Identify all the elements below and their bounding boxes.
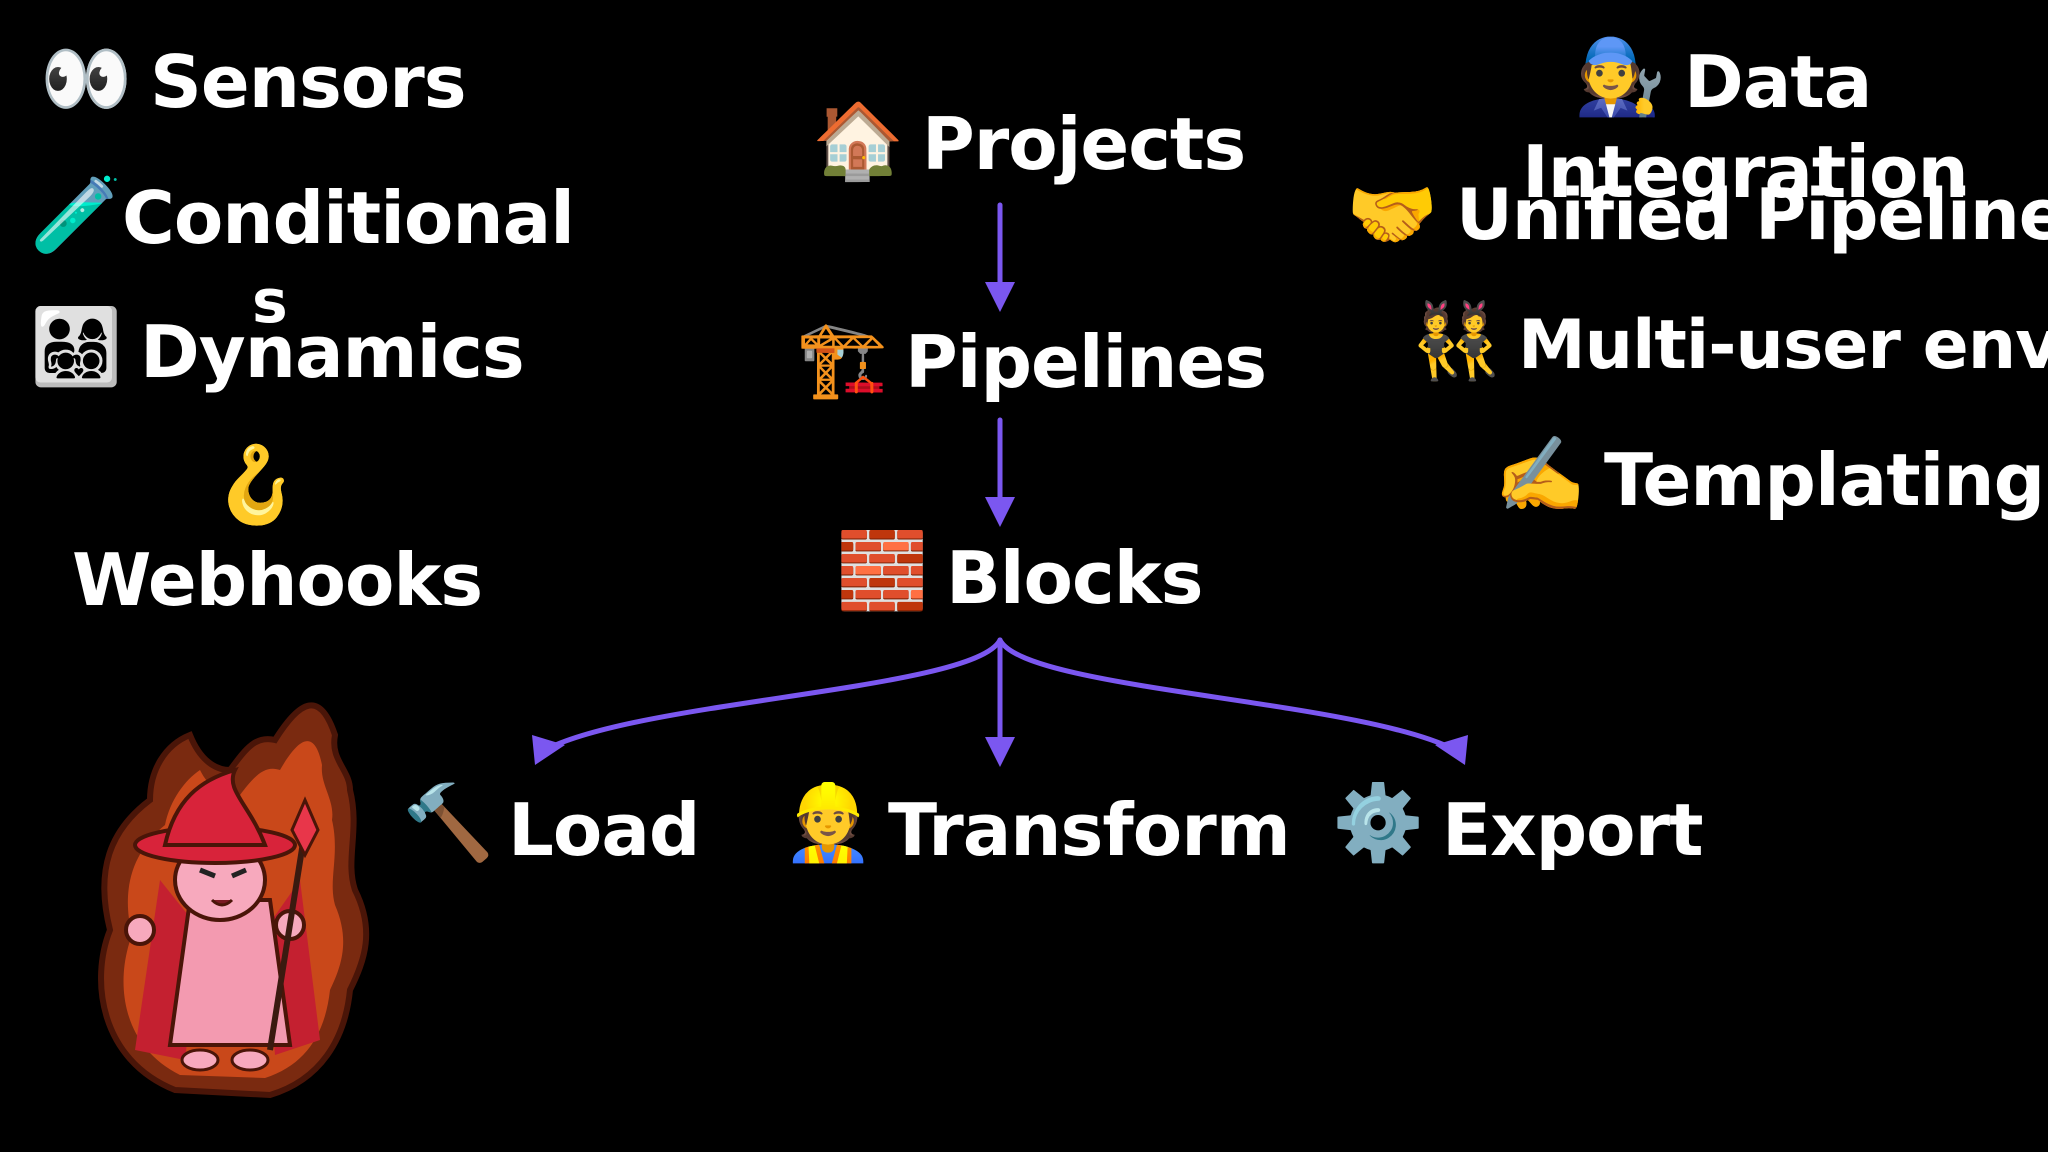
- label-templating: Templating: [1604, 438, 2045, 522]
- label-export: Export: [1442, 788, 1704, 872]
- family-icon: 👨‍👩‍👧‍👦: [30, 304, 123, 390]
- label-conditionals: Conditional: [122, 176, 575, 260]
- hook-icon: 🪝: [210, 442, 303, 528]
- label-conditionals-wrap: s: [252, 267, 288, 337]
- label-unified-pipelines: Unified Pipelines: [1456, 174, 2048, 256]
- arrow-blocks-to-export: [997, 637, 1458, 753]
- label-load: Load: [508, 788, 700, 872]
- eyes-icon: 👀: [40, 36, 133, 122]
- construction-crane-icon: 🏗️: [796, 316, 889, 402]
- construction-worker-icon: 👷: [782, 780, 875, 866]
- label-multi-user-envs: Multi-user envs: [1518, 306, 2048, 385]
- label-blocks: Blocks: [946, 536, 1203, 620]
- arrowhead-export: [1435, 735, 1468, 765]
- label-webhooks: Webhooks: [72, 538, 483, 622]
- gear-icon: ⚙️: [1332, 780, 1425, 866]
- mechanic-icon: 🧑‍🔧: [1574, 34, 1667, 120]
- test-tube-icon: 🧪: [30, 172, 123, 258]
- handshake-icon: 🤝: [1346, 172, 1439, 258]
- label-pipelines: Pipelines: [905, 320, 1267, 404]
- people-with-bunny-ears-icon: 👯: [1410, 298, 1503, 384]
- label-data-integration-line1: Data: [1684, 40, 1872, 124]
- arrowhead-load: [532, 735, 565, 765]
- house-icon: 🏠: [812, 98, 905, 184]
- label-dynamics: Dynamics: [140, 310, 525, 394]
- label-transform: Transform: [888, 788, 1291, 872]
- writing-hand-icon: ✍️: [1494, 432, 1587, 518]
- arrow-blocks-to-load: [542, 637, 1003, 753]
- brick-icon: 🧱: [836, 528, 929, 614]
- arrowhead-pipelines: [985, 282, 1015, 312]
- arrowhead-blocks: [985, 497, 1015, 527]
- label-data-integration-line2: Integration: [1522, 130, 1969, 214]
- label-sensors: Sensors: [150, 40, 467, 124]
- label-projects: Projects: [922, 102, 1246, 186]
- arrowhead-transform: [985, 737, 1015, 767]
- hammer-icon: 🔨: [402, 780, 495, 866]
